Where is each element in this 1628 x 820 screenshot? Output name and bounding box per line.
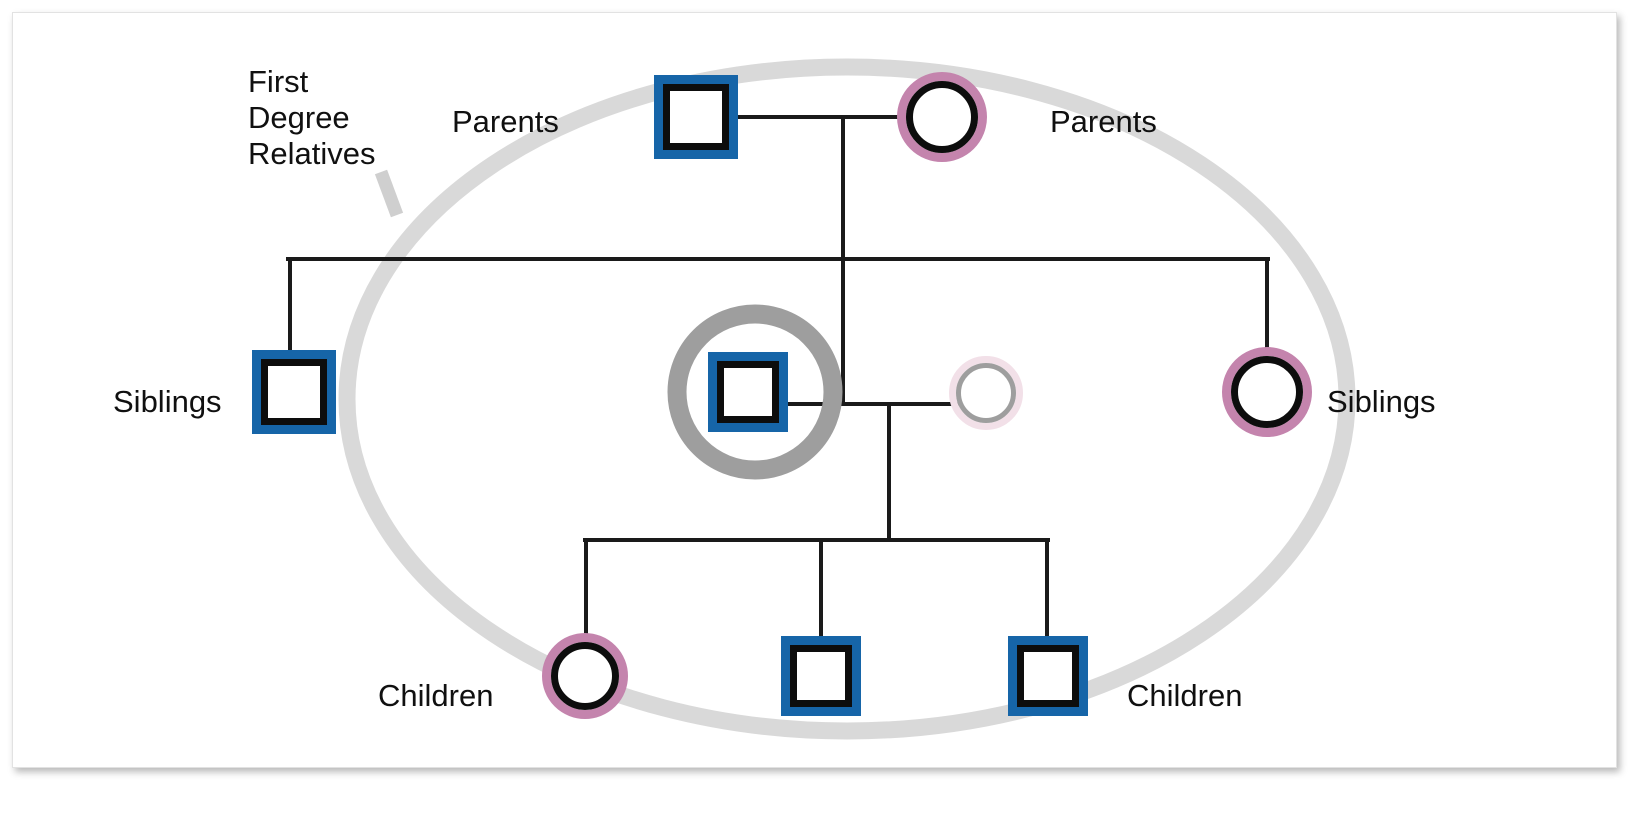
spouse-symbol[interactable] — [949, 356, 1023, 430]
father-symbol-fill — [663, 84, 729, 150]
boundary-layer — [338, 58, 1356, 740]
mother-symbol-outline — [906, 81, 978, 153]
father-symbol-outline — [663, 84, 729, 150]
label-parents-right: Parents — [1050, 104, 1157, 139]
sibling-left-symbol[interactable] — [252, 350, 336, 434]
child-left-symbol-fill — [551, 642, 619, 710]
child-left-symbol-halo — [542, 633, 628, 719]
child-right-symbol-fill — [1017, 645, 1079, 707]
label-children-right: Children — [1127, 678, 1243, 713]
child-right-symbol[interactable] — [1008, 636, 1088, 716]
father-symbol-halo — [654, 75, 738, 159]
child-left-symbol-outline — [551, 642, 619, 710]
sibling-right-symbol-halo — [1222, 347, 1312, 437]
proband-ring — [667, 304, 843, 480]
mother-symbol-halo — [897, 72, 987, 162]
pointer-layer — [374, 169, 404, 218]
label-children-left: Children — [378, 678, 494, 713]
child-middle-symbol-outline — [790, 645, 852, 707]
connector-layer — [286, 115, 1270, 647]
label-siblings-right: Siblings — [1327, 384, 1436, 419]
label-siblings-left: Siblings — [113, 384, 222, 419]
spouse-symbol-halo — [949, 356, 1023, 430]
proband-symbol-halo — [708, 352, 788, 432]
proband-symbol-fill — [717, 361, 779, 423]
first-degree-pointer — [374, 169, 404, 218]
sibling-right-symbol-outline — [1231, 356, 1303, 428]
proband-ring-layer — [667, 304, 843, 480]
mother-symbol-fill — [906, 81, 978, 153]
child-right-symbol-outline — [1017, 645, 1079, 707]
label-parents-left: Parents — [452, 104, 559, 139]
sibling-left-symbol-outline — [261, 359, 327, 425]
child-left-symbol[interactable] — [542, 633, 628, 719]
first-degree-boundary — [338, 58, 1356, 740]
mother-symbol[interactable] — [897, 72, 987, 162]
child-middle-symbol[interactable] — [781, 636, 861, 716]
spouse-symbol-fill — [956, 363, 1016, 423]
father-symbol[interactable] — [654, 75, 738, 159]
child-right-symbol-halo — [1008, 636, 1088, 716]
label-first-degree-relatives: First Degree Relatives — [248, 64, 376, 171]
spouse-symbol-outline — [956, 363, 1016, 423]
symbol-layer — [252, 72, 1312, 719]
child-middle-symbol-fill — [790, 645, 852, 707]
proband-symbol[interactable] — [708, 352, 788, 432]
sibling-left-symbol-fill — [261, 359, 327, 425]
proband-symbol-outline — [717, 361, 779, 423]
child-middle-symbol-halo — [781, 636, 861, 716]
sibling-left-symbol-halo — [252, 350, 336, 434]
sibling-right-symbol[interactable] — [1222, 347, 1312, 437]
sibling-right-symbol-fill — [1231, 356, 1303, 428]
